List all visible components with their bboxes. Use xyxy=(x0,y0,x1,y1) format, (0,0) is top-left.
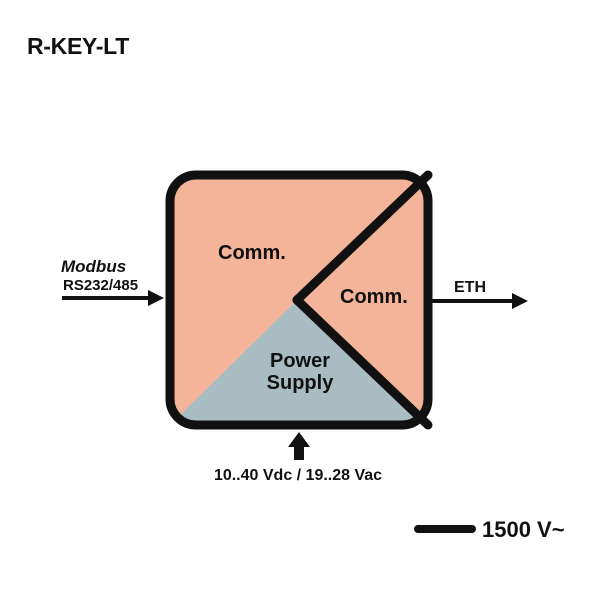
power-input-label: 10..40 Vdc / 19..28 Vac xyxy=(214,467,382,484)
page-title: R-KEY-LT xyxy=(27,33,129,59)
power-input-arrow xyxy=(288,432,310,460)
power-supply-region xyxy=(170,300,428,425)
comm-left-label: Comm. xyxy=(218,242,286,264)
module-border xyxy=(165,170,433,430)
modbus-logo: Modbus xyxy=(61,257,126,276)
output-interface-label: ETH xyxy=(454,279,486,296)
divider-line xyxy=(292,170,433,305)
isolation-label: 1500 V~ xyxy=(482,517,565,542)
power-label-line1: Power xyxy=(270,350,330,372)
input-interface-label: RS232/485 xyxy=(63,277,138,294)
input-arrow xyxy=(62,290,164,306)
divider-line xyxy=(292,295,433,430)
output-arrow xyxy=(432,293,528,309)
comm-right-label: Comm. xyxy=(340,286,408,308)
power-label-line2: Supply xyxy=(267,372,335,394)
module-box xyxy=(165,170,433,430)
